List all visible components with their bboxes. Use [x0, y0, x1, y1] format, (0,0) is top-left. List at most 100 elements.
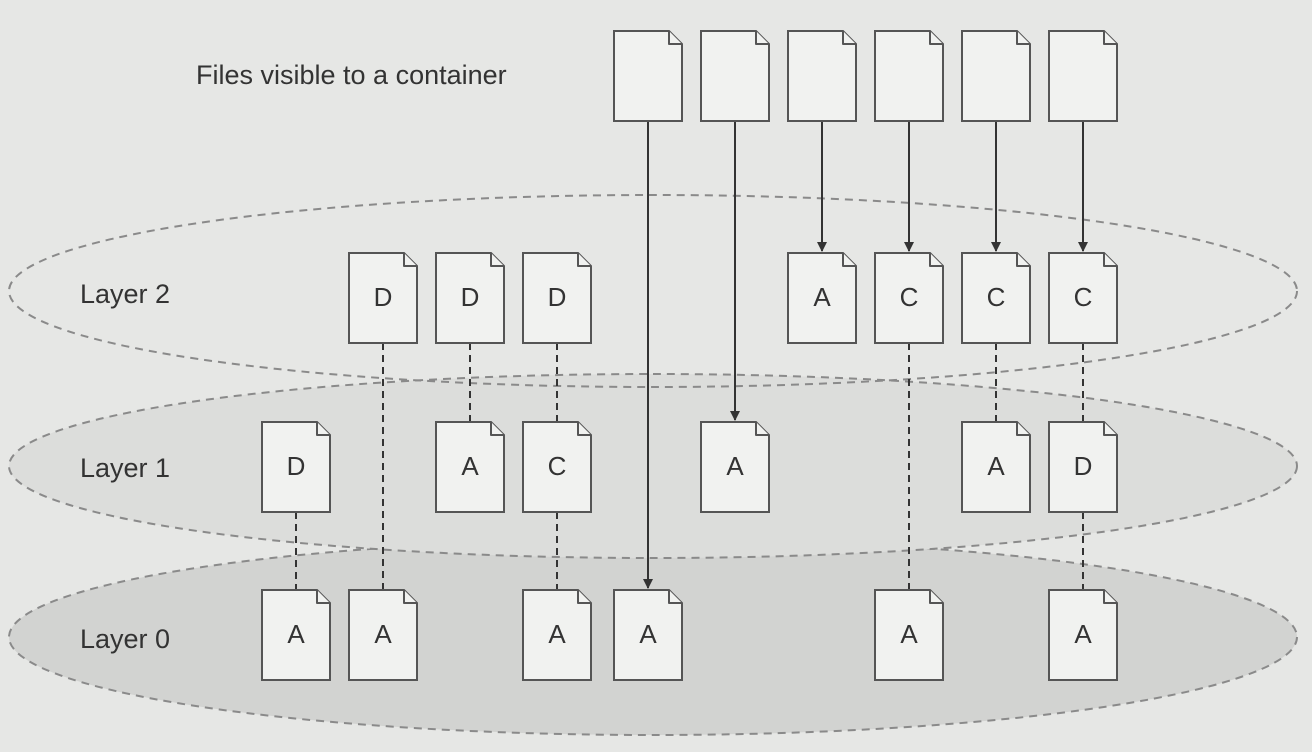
- document-icon: [348, 589, 418, 681]
- document-icon: [700, 30, 770, 122]
- file-letter: D: [287, 451, 306, 481]
- page-fold-icon: [929, 590, 943, 604]
- page-fold-icon: [755, 422, 769, 436]
- document-icon: [1048, 252, 1118, 344]
- layer-file-layer1-slot-6: A: [700, 421, 770, 513]
- document-icon: [874, 589, 944, 681]
- page-fold-icon: [403, 253, 417, 267]
- document-icon: [522, 589, 592, 681]
- document-icon: [261, 589, 331, 681]
- layer-file-layer2-slot-7: A: [787, 252, 857, 344]
- document-icon: [1048, 30, 1118, 122]
- file-letter: A: [813, 282, 831, 312]
- page-fold-icon: [1016, 422, 1030, 436]
- page-fold-icon: [577, 253, 591, 267]
- page-fold-icon: [316, 422, 330, 436]
- document-icon: [874, 30, 944, 122]
- page-fold-icon: [490, 253, 504, 267]
- page-fold-icon: [1016, 253, 1030, 267]
- layer-file-layer2-slot-3: D: [435, 252, 505, 344]
- layer-file-layer1-slot-9: A: [961, 421, 1031, 513]
- file-letter: A: [461, 451, 479, 481]
- page-fold-icon: [668, 590, 682, 604]
- document-icon: [787, 30, 857, 122]
- layer-file-layer0-slot-2: A: [348, 589, 418, 681]
- visible-file-9: [961, 30, 1031, 122]
- file-letter: A: [287, 619, 305, 649]
- layer-file-layer1-slot-4: C: [522, 421, 592, 513]
- layer-2-ellipse: [8, 194, 1298, 388]
- layer-file-layer2-slot-8: C: [874, 252, 944, 344]
- layer-0-label: Layer 0: [80, 624, 170, 654]
- layer-file-layer1-slot-1: D: [261, 421, 331, 513]
- file-letter: A: [1074, 619, 1092, 649]
- layer-2-label: Layer 2: [80, 279, 170, 309]
- document-icon: [787, 252, 857, 344]
- page-fold-icon: [316, 590, 330, 604]
- page-fold-icon: [1103, 590, 1117, 604]
- layer-file-layer0-slot-10: A: [1048, 589, 1118, 681]
- document-icon: [435, 421, 505, 513]
- page-fold-icon: [490, 422, 504, 436]
- visible-file-5: [613, 30, 683, 122]
- file-letter: C: [987, 282, 1006, 312]
- document-icon: [522, 252, 592, 344]
- page-fold-icon: [929, 253, 943, 267]
- document-icon: [261, 421, 331, 513]
- page-fold-icon: [577, 422, 591, 436]
- file-letter: D: [1074, 451, 1093, 481]
- file-letter: D: [548, 282, 567, 312]
- layer-1-label: Layer 1: [80, 453, 170, 483]
- file-letter: A: [374, 619, 392, 649]
- page-fold-icon: [1103, 31, 1117, 45]
- layer-file-layer0-slot-8: A: [874, 589, 944, 681]
- page-fold-icon: [577, 590, 591, 604]
- document-icon: [522, 421, 592, 513]
- file-letter: D: [374, 282, 393, 312]
- layer-file-layer0-slot-1: A: [261, 589, 331, 681]
- visible-file-6: [700, 30, 770, 122]
- layer-file-layer1-slot-3: A: [435, 421, 505, 513]
- page-fold-icon: [1103, 253, 1117, 267]
- page-fold-icon: [403, 590, 417, 604]
- layer-file-layer2-slot-4: D: [522, 252, 592, 344]
- document-icon: [700, 421, 770, 513]
- file-letter: C: [1074, 282, 1093, 312]
- layer-file-layer1-slot-10: D: [1048, 421, 1118, 513]
- page-fold-icon: [668, 31, 682, 45]
- document-icon: [1048, 421, 1118, 513]
- file-letter: A: [548, 619, 566, 649]
- layer-file-layer0-slot-4: A: [522, 589, 592, 681]
- document-icon: [435, 252, 505, 344]
- layer-file-layer2-slot-10: C: [1048, 252, 1118, 344]
- page-fold-icon: [842, 31, 856, 45]
- file-letter: A: [639, 619, 657, 649]
- file-letter: A: [900, 619, 918, 649]
- layer-file-layer0-slot-5: A: [613, 589, 683, 681]
- document-icon: [613, 589, 683, 681]
- page-fold-icon: [1016, 31, 1030, 45]
- visible-file-10: [1048, 30, 1118, 122]
- layer-file-layer2-slot-9: C: [961, 252, 1031, 344]
- visible-files-label: Files visible to a container: [196, 60, 507, 90]
- visible-file-7: [787, 30, 857, 122]
- page-fold-icon: [842, 253, 856, 267]
- file-letter: C: [548, 451, 567, 481]
- page-fold-icon: [755, 31, 769, 45]
- document-icon: [874, 252, 944, 344]
- document-icon: [961, 421, 1031, 513]
- document-icon: [961, 252, 1031, 344]
- file-letter: D: [461, 282, 480, 312]
- document-icon: [348, 252, 418, 344]
- file-letter: A: [987, 451, 1005, 481]
- layer-file-layer2-slot-2: D: [348, 252, 418, 344]
- document-icon: [961, 30, 1031, 122]
- file-letter: C: [900, 282, 919, 312]
- document-icon: [613, 30, 683, 122]
- visible-file-8: [874, 30, 944, 122]
- page-fold-icon: [929, 31, 943, 45]
- file-letter: A: [726, 451, 744, 481]
- connection-lines: [295, 121, 1088, 590]
- document-icon: [1048, 589, 1118, 681]
